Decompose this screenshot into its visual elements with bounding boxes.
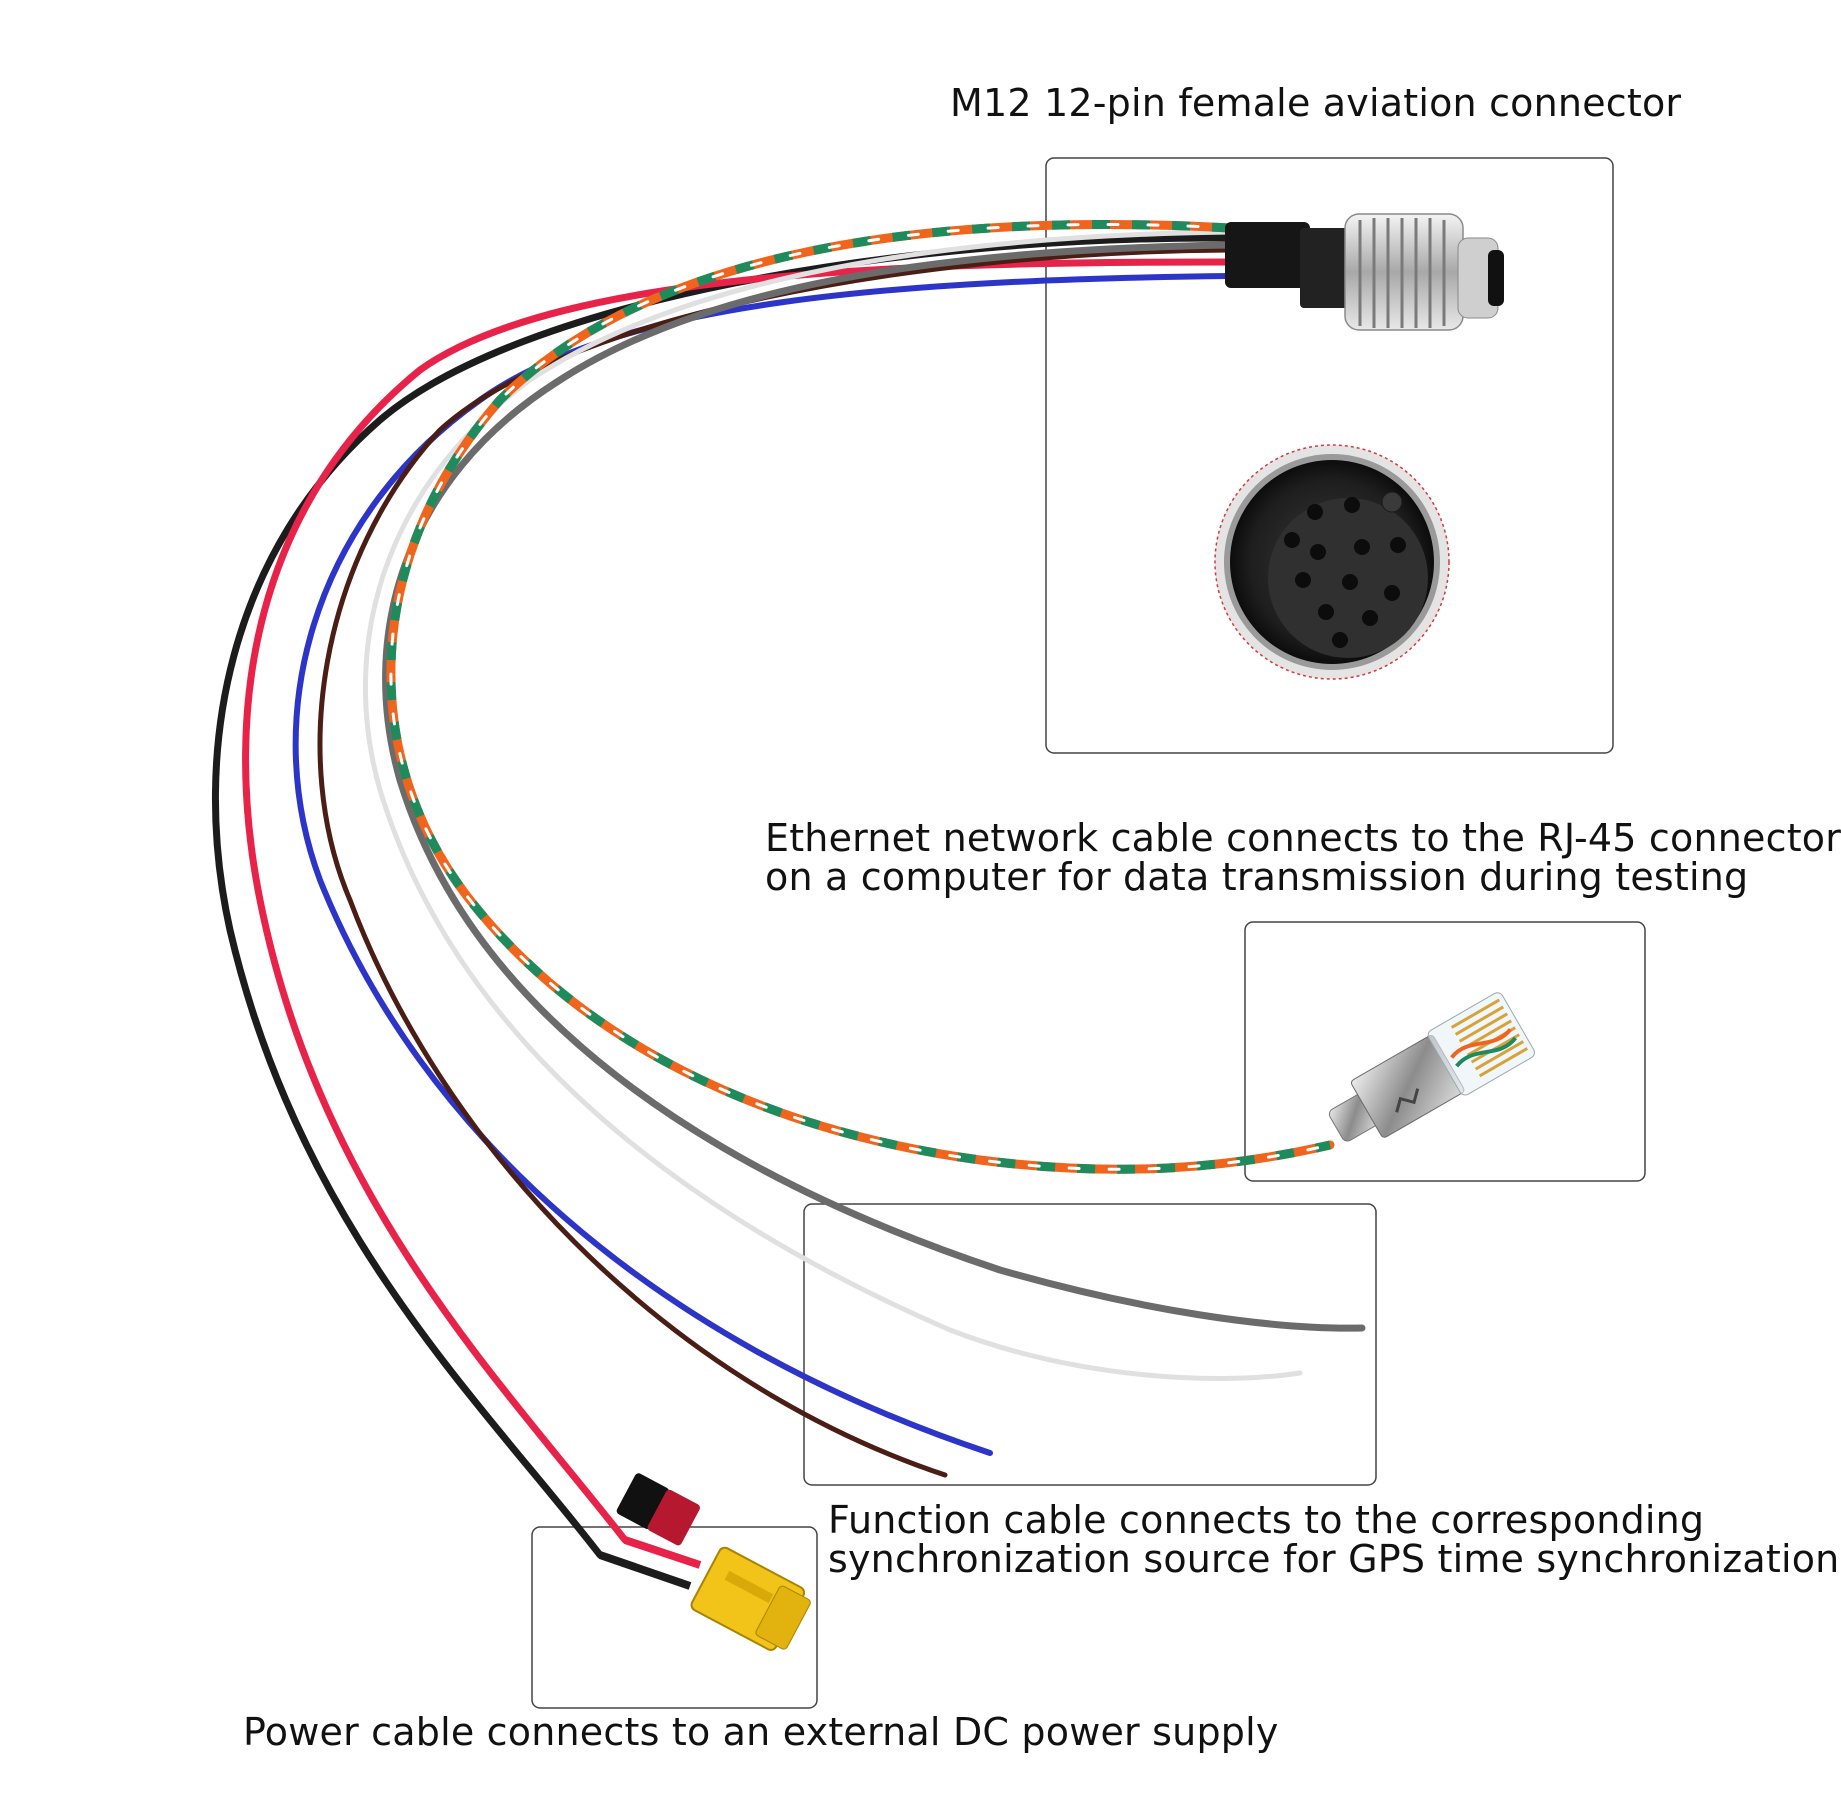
- m12-connector-label: M12 12-pin female aviation connector: [950, 81, 1682, 125]
- power-label: Power cable connects to an external DC p…: [243, 1710, 1279, 1754]
- red-power-wire: [242, 258, 1234, 1544]
- m12-connector-face: [1214, 444, 1450, 680]
- rj45-connector: [1328, 992, 1535, 1142]
- ethernet-white-strand: [389, 222, 1332, 1171]
- cable-illustration: [211, 157, 1646, 1709]
- m12-connector-side: [1225, 213, 1504, 331]
- gray-wire: [382, 241, 1366, 1332]
- ethernet-green-strand: [386, 219, 1332, 1174]
- m12-callout-box: [1045, 157, 1614, 754]
- ethernet-label-line-1: Ethernet network cable connects to the R…: [765, 816, 1841, 860]
- function-label-line-2: synchronization source for GPS time sync…: [828, 1537, 1840, 1581]
- ethernet-label-line-2: on a computer for data transmission duri…: [765, 855, 1749, 899]
- power-connector-wire-black: [598, 1551, 692, 1590]
- function-label-line-1: Function cable connects to the correspon…: [828, 1498, 1705, 1542]
- power-connector-wire-red: [623, 1536, 702, 1569]
- rj45-callout-box: [1244, 921, 1646, 1182]
- blue-wire: [292, 273, 1233, 1456]
- function-callout-box: [803, 1203, 1377, 1486]
- cable-diagram: M12 12-pin female aviation connector Eth…: [211, 81, 1841, 1754]
- power-connector: [616, 1473, 811, 1651]
- white-wire: [363, 229, 1303, 1381]
